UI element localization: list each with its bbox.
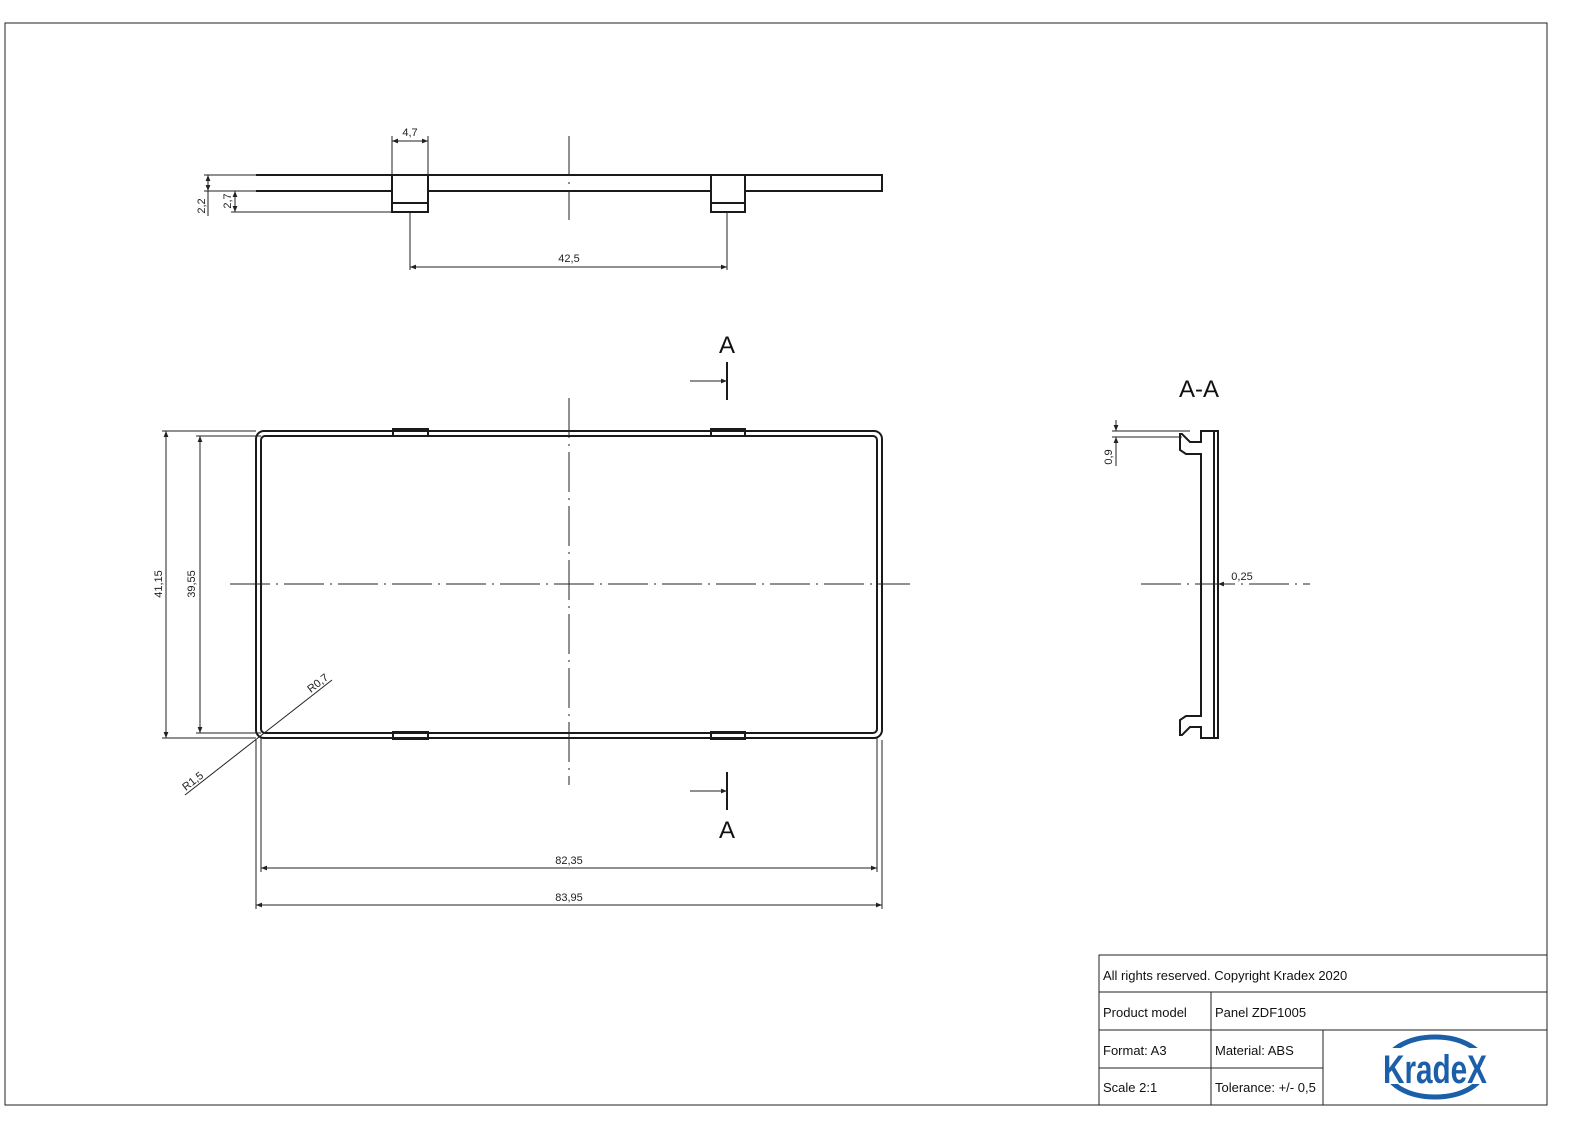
copyright-text: All rights reserved. Copyright Kradex 20…	[1103, 968, 1347, 983]
section-mark-bottom: A	[719, 817, 735, 844]
scale-text: Scale 2:1	[1103, 1080, 1157, 1095]
dim-thickness: 0,25	[1231, 571, 1252, 583]
dim-inner-height: 39,55	[186, 570, 198, 598]
dim-tab-spacing: 42,5	[558, 253, 579, 265]
svg-text:KradeX: KradeX	[1383, 1048, 1487, 1092]
product-model-label: Product model	[1103, 1005, 1187, 1020]
dim-total-height: 2,2	[196, 198, 208, 213]
dim-outer-width: 83,95	[555, 892, 583, 904]
top-view: 4,7 42,5 2,2 2,7	[196, 127, 883, 270]
drawing-border	[4, 22, 1548, 1106]
tolerance-text: Tolerance: +/- 0,5	[1215, 1080, 1316, 1095]
product-model-value: Panel ZDF1005	[1215, 1005, 1306, 1020]
title-block: All rights reserved. Copyright Kradex 20…	[1098, 954, 1548, 1106]
dim-outer-height: 41,15	[153, 570, 165, 598]
dim-hook: 0,9	[1103, 449, 1115, 464]
section-mark-top: A	[719, 332, 735, 359]
dim-outer-radius: R1,5	[180, 770, 206, 794]
front-view: 41,15 39,55 82,35 83,95 R0,7 R1,5 A A	[153, 332, 910, 909]
dim-inner-radius: R0,7	[305, 672, 331, 696]
dim-tab-height: 2,7	[222, 193, 234, 208]
dim-tab-width: 4,7	[402, 127, 417, 139]
format-text: Format: A3	[1103, 1043, 1167, 1058]
section-view: A-A 0,9 0,25	[1103, 376, 1310, 739]
dim-inner-width: 82,35	[555, 855, 583, 867]
section-title: A-A	[1179, 376, 1219, 403]
material-text: Material: ABS	[1215, 1043, 1294, 1058]
kradex-logo: KradeX	[1380, 1034, 1490, 1100]
